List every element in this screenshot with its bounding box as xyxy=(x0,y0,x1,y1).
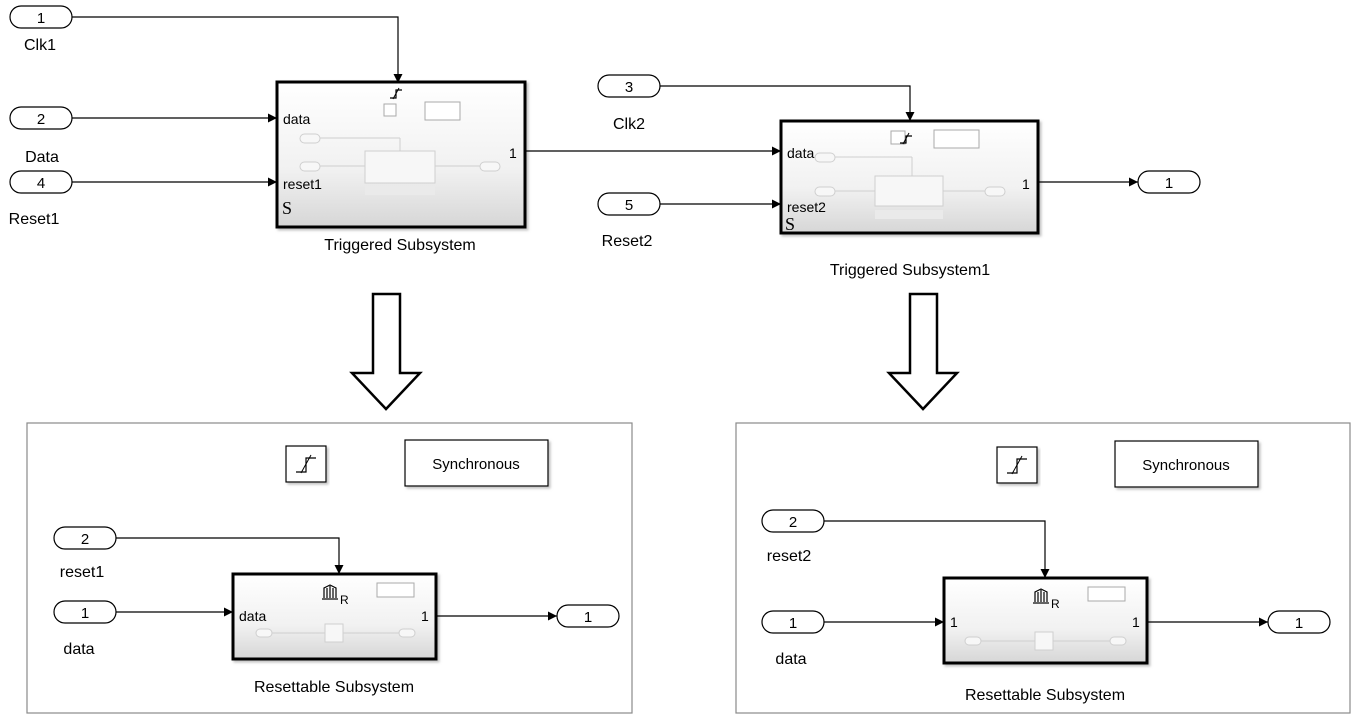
in-port-label-reset: reset2 xyxy=(787,199,826,215)
inport-data[interactable]: 1 data xyxy=(53,600,117,658)
reset-symbol: R xyxy=(340,593,349,607)
port-label: data xyxy=(63,641,94,658)
port-number: 3 xyxy=(625,79,633,96)
port-number: 1 xyxy=(37,10,45,27)
port-number: 1 xyxy=(789,615,797,632)
triggered-subsystem1-block[interactable]: data reset2 1 S Triggered Subsystem1 xyxy=(779,119,1040,279)
inport-data[interactable]: 2 Data xyxy=(9,106,73,166)
port-label: reset1 xyxy=(60,564,105,581)
port-label: Data xyxy=(25,149,59,166)
out-port-label: 1 xyxy=(421,608,429,624)
reset-icon xyxy=(322,584,338,600)
signal-reset2[interactable] xyxy=(824,520,1050,578)
internal-preview xyxy=(814,152,1006,219)
out-port-label: 1 xyxy=(509,145,517,161)
internal-preview xyxy=(964,631,1127,651)
sync-label: Synchronous xyxy=(1142,457,1230,474)
right-subsystem-panel: Synchronous 2 reset2 1 data R xyxy=(735,422,1351,714)
in-port-label-data: data xyxy=(787,145,814,161)
signal-reset1[interactable] xyxy=(116,537,344,574)
outport-1[interactable]: 1 xyxy=(556,604,620,628)
out-port-label: 1 xyxy=(1132,614,1140,630)
port-label: Reset2 xyxy=(602,233,653,250)
internal-preview xyxy=(299,133,501,195)
sync-mode-icon xyxy=(424,101,461,121)
signal-lines-left xyxy=(116,537,557,621)
port-label: reset2 xyxy=(767,548,812,565)
sync-mode-icon xyxy=(933,129,980,149)
inport-reset1[interactable]: 2 reset1 xyxy=(53,526,117,581)
sync-label: Synchronous xyxy=(432,456,520,473)
signal-lines-top xyxy=(72,16,1138,209)
sync-mode-icon xyxy=(376,582,415,598)
port-number: 2 xyxy=(81,531,89,548)
inport-data[interactable]: 1 data xyxy=(761,610,825,668)
transform-arrow-right xyxy=(886,292,960,411)
port-label: Clk1 xyxy=(24,37,56,54)
port-number: 1 xyxy=(1165,175,1173,192)
in-port-label-data: data xyxy=(283,111,310,127)
port-number: 2 xyxy=(37,111,45,128)
left-subsystem-panel: Synchronous 2 reset1 1 data R xyxy=(26,422,633,714)
trigger-port-block[interactable] xyxy=(996,446,1038,484)
sync-block[interactable]: Synchronous xyxy=(404,439,549,487)
port-label: data xyxy=(775,651,806,668)
trigger-icon xyxy=(890,130,912,145)
inport-reset1[interactable]: 4 Reset1 xyxy=(9,170,73,228)
signal-clk1[interactable] xyxy=(72,16,403,83)
block-body xyxy=(275,80,527,229)
port-label: Clk2 xyxy=(613,116,645,133)
port-number: 1 xyxy=(584,609,592,626)
trigger-icon xyxy=(383,87,402,117)
signal-clk2[interactable] xyxy=(660,85,915,121)
port-number: 1 xyxy=(1295,615,1303,632)
inport-clk2[interactable]: 3 Clk2 xyxy=(597,74,661,133)
port-number: 2 xyxy=(789,514,797,531)
reset-icon xyxy=(1033,588,1049,604)
stateflow-badge: S xyxy=(282,198,292,218)
block-title: Triggered Subsystem1 xyxy=(830,262,990,279)
transform-arrow-left xyxy=(349,292,423,411)
internal-preview xyxy=(255,623,416,643)
signal-lines-right xyxy=(824,520,1268,627)
stateflow-badge: S xyxy=(785,214,795,234)
block-title: Resettable Subsystem xyxy=(965,687,1125,704)
port-label: Reset1 xyxy=(9,211,60,228)
reset-symbol: R xyxy=(1051,597,1060,611)
outport-1[interactable]: 1 xyxy=(1137,170,1201,194)
block-title: Triggered Subsystem xyxy=(324,237,475,254)
inport-clk1[interactable]: 1 Clk1 xyxy=(9,5,73,54)
triggered-subsystem-block[interactable]: data reset1 1 S Triggered Subsystem xyxy=(275,80,527,254)
trigger-port-block[interactable] xyxy=(285,445,327,483)
sync-block[interactable]: Synchronous xyxy=(1114,440,1259,488)
resettable-subsystem-block[interactable]: R 1 1 Resettable Subsystem xyxy=(942,576,1149,704)
outport-1[interactable]: 1 xyxy=(1267,610,1331,634)
inport-reset2[interactable]: 5 Reset2 xyxy=(597,192,661,250)
port-number: 4 xyxy=(37,175,45,192)
out-port-label: 1 xyxy=(1022,176,1030,192)
in-port-label: 1 xyxy=(950,614,958,630)
in-port-label-data: data xyxy=(239,608,266,624)
sync-mode-icon xyxy=(1087,586,1126,602)
port-number: 1 xyxy=(81,605,89,622)
in-port-label-reset: reset1 xyxy=(283,176,322,192)
resettable-subsystem-block[interactable]: R data 1 Resettable Subsystem xyxy=(231,572,438,696)
port-number: 5 xyxy=(625,197,633,214)
block-title: Resettable Subsystem xyxy=(254,679,414,696)
